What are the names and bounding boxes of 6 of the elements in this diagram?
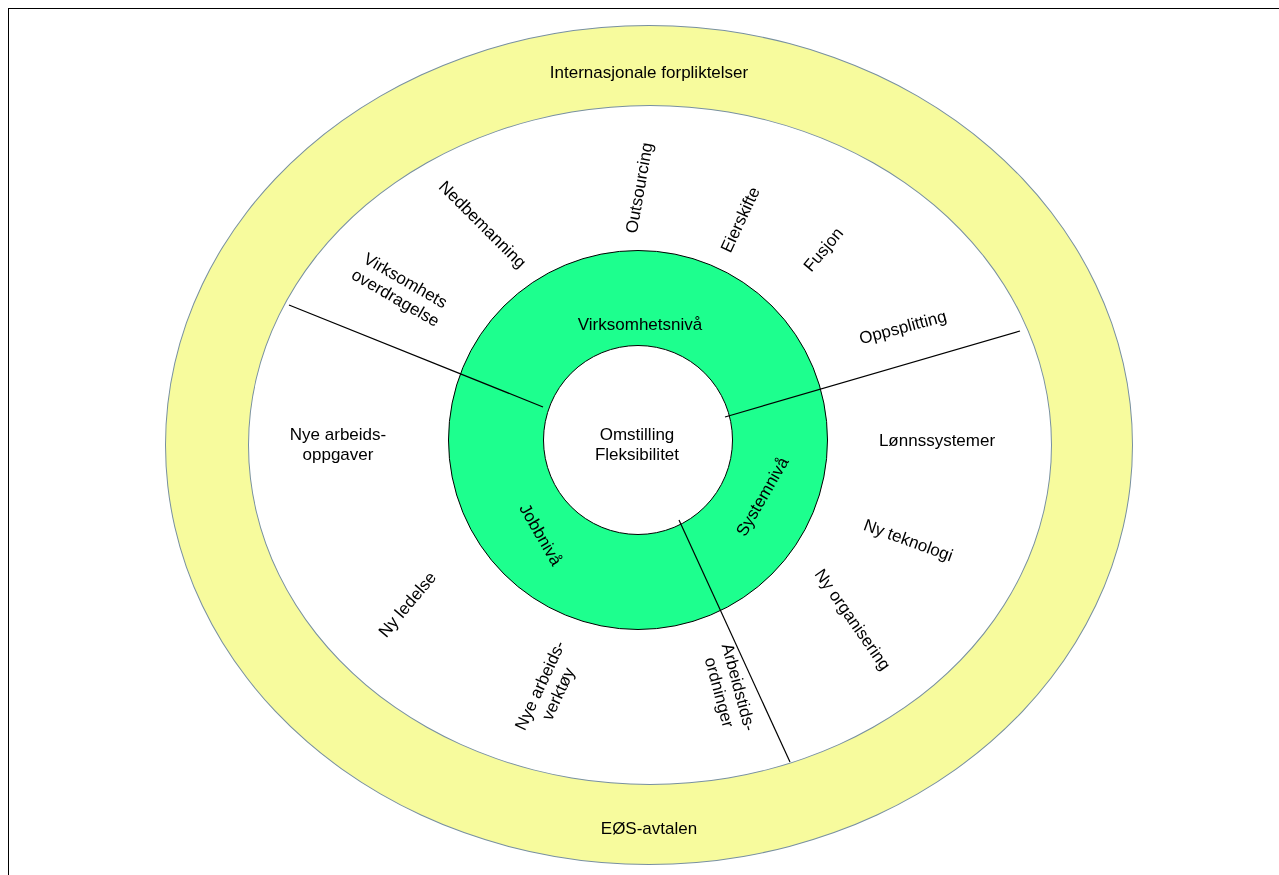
- factor-label: Lønnssystemer: [878, 430, 996, 452]
- ring-label: Internasjonale forpliktelser: [549, 62, 749, 84]
- center-label: Omstilling Fleksibilitet: [593, 424, 681, 466]
- level-label: Virksomhetsnivå: [577, 314, 703, 336]
- factor-label: Nye arbeids- oppgaver: [288, 424, 388, 466]
- ring-label: EØS-avtalen: [600, 818, 698, 840]
